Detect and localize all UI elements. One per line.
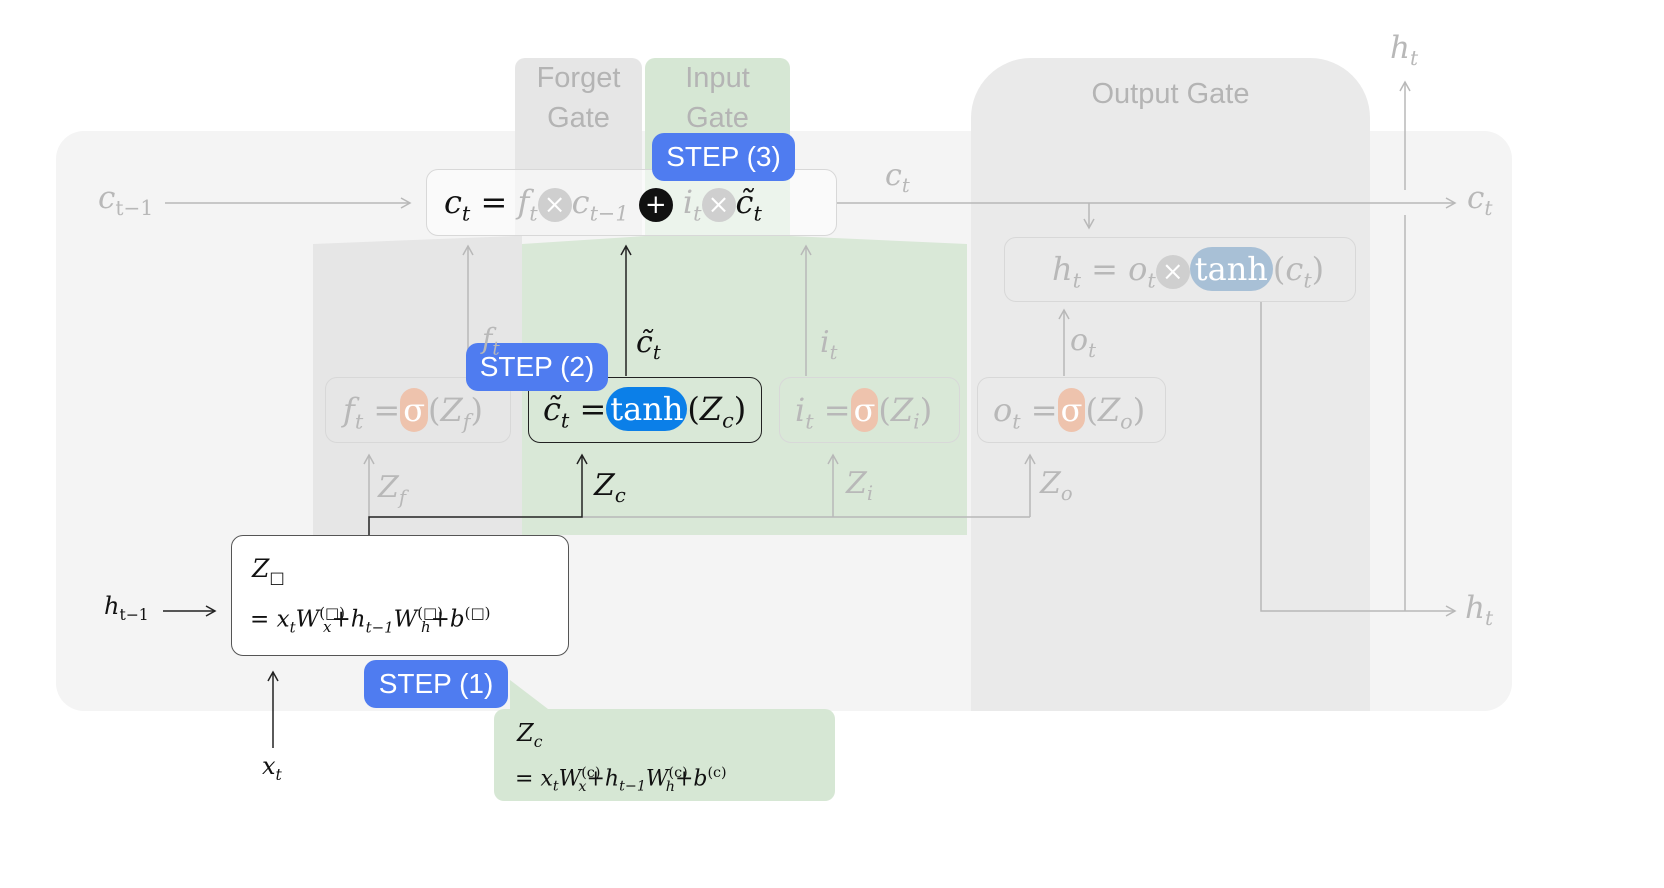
hidden-update-equation: ht = ot×tanh(ct) [1052, 247, 1324, 302]
tanh-pill: tanh [606, 387, 688, 431]
callout-title: Zc [517, 719, 543, 751]
sigma-pill: σ [400, 388, 429, 432]
candidate-box [528, 377, 762, 443]
output-gate-box [977, 377, 1166, 443]
times-icon: × [701, 187, 736, 222]
label-x-in: xt [262, 752, 282, 784]
label-h-top: ht [1390, 30, 1419, 71]
preactivation-title: Z□ [252, 554, 285, 587]
output-gate-title: Output Gate [1091, 78, 1250, 110]
times-icon: × [1155, 254, 1190, 289]
input-gate-equation: it =σ(Zi) [795, 388, 932, 443]
label-c-prev: ct−1 [98, 180, 154, 221]
forget-gate-equation: ft =σ(Zf) [343, 388, 483, 443]
output-gate-band [971, 58, 1370, 711]
label-i-arrow: it [820, 325, 838, 364]
step-3-badge: STEP (3) [652, 133, 795, 181]
candidate-equation: c̃t =tanh(Zc) [543, 387, 746, 442]
sigma-pill: σ [850, 388, 879, 432]
hidden-update-box [1004, 237, 1356, 302]
forget-gate-box [325, 377, 511, 443]
label-zc: Zc [594, 468, 626, 507]
label-f-arrow: ft [482, 322, 500, 360]
step-2-badge: STEP (2) [466, 343, 608, 391]
callout-formula: = xtW(c)x+ht−1W(c)h+b(c) [515, 765, 727, 795]
plus-icon: + [638, 187, 673, 222]
preactivation-box [231, 535, 569, 656]
label-o-arrow: ot [1070, 323, 1096, 362]
label-h-prev: ht−1 [104, 592, 149, 624]
input-gate-box [779, 377, 960, 443]
label-zi: Zi [846, 466, 874, 505]
step-1-badge: STEP (1) [364, 660, 508, 708]
times-icon: × [537, 187, 572, 222]
label-h-out: ht [1465, 590, 1494, 631]
label-c-out: ct [1467, 180, 1493, 221]
label-ctilde-arrow: c̃t [636, 325, 661, 364]
output-gate-equation: ot =σ(Zo) [993, 388, 1145, 443]
input-band [522, 236, 967, 535]
cell-update-equation: ct = ft×ct−1 + it×c̃t [444, 183, 762, 226]
callout-pointer [510, 680, 548, 709]
preactivation-formula: = xtW(□)x+ht−1W(□)h+b(□) [250, 604, 491, 637]
label-zf: Zf [378, 470, 407, 509]
label-c-mid: ct [885, 158, 910, 197]
h-out-path [1260, 302, 1457, 617]
label-zo: Zo [1040, 466, 1073, 505]
sigma-pill: σ [1057, 388, 1086, 432]
zc-path [368, 453, 588, 535]
tanh-output-pill: tanh [1189, 247, 1273, 291]
zc-callout [494, 709, 835, 801]
